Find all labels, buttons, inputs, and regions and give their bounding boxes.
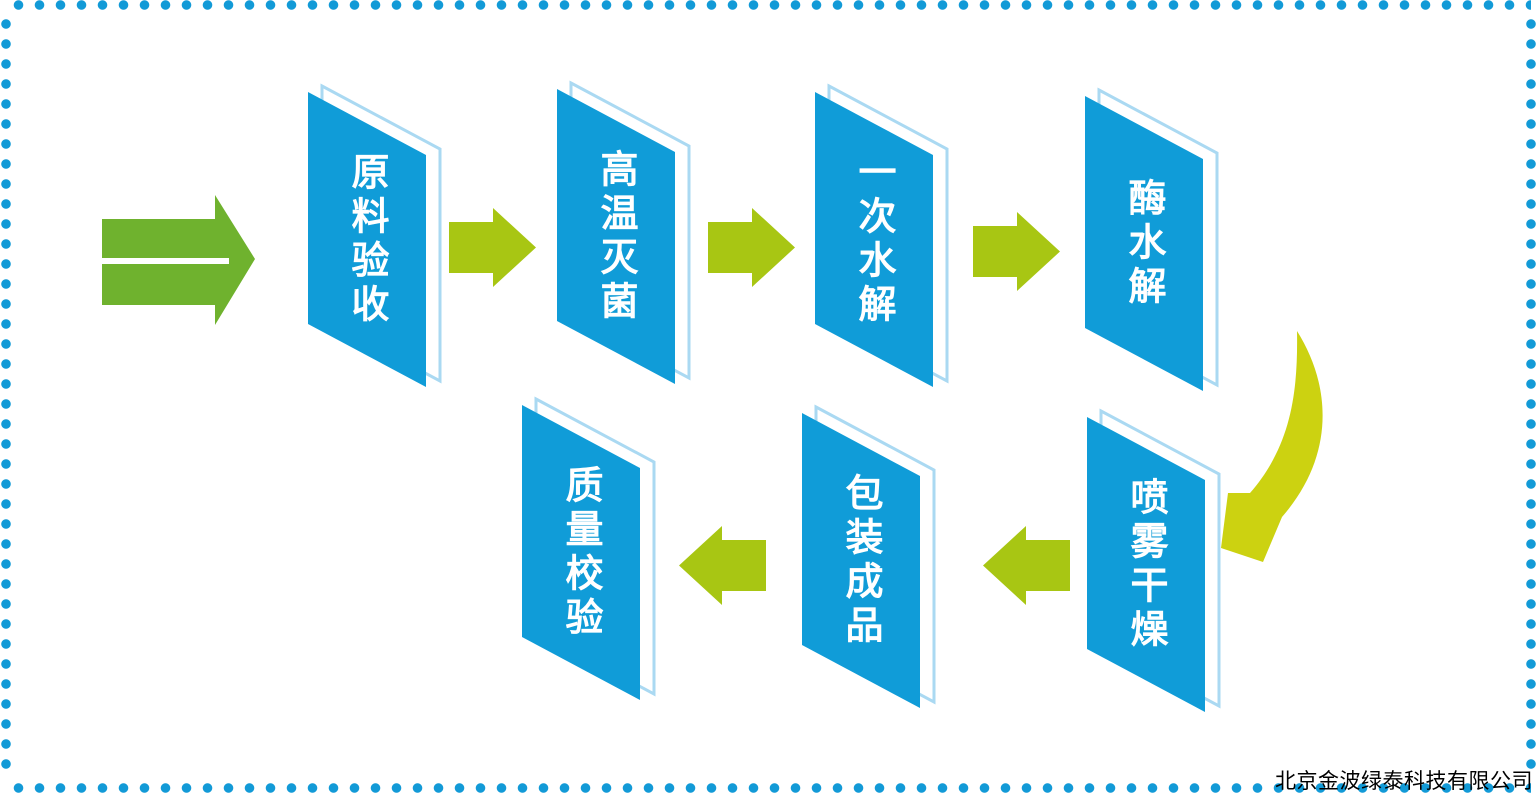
dotted-border-right [1526, 14, 1536, 778]
arrow-right-3-icon [973, 212, 1060, 291]
step-card-spray-drying: 喷雾干燥 [1087, 408, 1225, 721]
step-label: 质量校验 [559, 465, 603, 641]
step-card-enzymatic-hydrolysis: 酶水解 [1085, 87, 1223, 400]
card-pages-shape [308, 83, 442, 387]
step-card-high-temp-sterilization: 高温灭菌 [557, 80, 695, 393]
card-pages-shape [815, 83, 949, 387]
card-pages-shape [522, 396, 656, 700]
step-label: 一次水解 [852, 152, 896, 328]
arrow-right-1-icon [449, 208, 536, 287]
step-label: 高温灭菌 [594, 149, 638, 325]
card-pages-shape [557, 80, 691, 384]
curved-down-arrow-icon [1221, 331, 1323, 562]
company-name: 北京金波绿泰科技有限公司 [1275, 769, 1533, 793]
card-front-page [1087, 417, 1205, 712]
card-front-page [802, 413, 920, 708]
card-front-page [557, 89, 675, 384]
card-pages-shape [1087, 408, 1221, 712]
card-front-page [308, 92, 426, 387]
card-front-page [522, 405, 640, 700]
arrow-right-2-icon [708, 208, 795, 287]
dotted-border-top [8, 0, 1531, 10]
step-label: 原料验收 [345, 152, 389, 328]
arrow-left-1-icon [983, 526, 1070, 605]
card-pages-shape [802, 404, 936, 708]
step-card-primary-hydrolysis: 一次水解 [815, 83, 953, 396]
dotted-border-left [1, 14, 11, 778]
step-label: 酶水解 [1122, 178, 1166, 310]
card-pages-shape [1085, 87, 1219, 391]
step-label: 包装成品 [839, 473, 883, 649]
arrow-left-2-icon [679, 526, 766, 605]
step-label: 喷雾干燥 [1124, 477, 1168, 653]
step-card-quality-check: 质量校验 [522, 396, 660, 709]
card-front-page [1085, 96, 1203, 391]
card-front-page [815, 92, 933, 387]
start-arrow-icon [102, 195, 255, 325]
step-card-raw-material-inspection: 原料验收 [308, 83, 446, 396]
step-card-packaging: 包装成品 [802, 404, 940, 717]
dotted-border-bottom [8, 783, 1531, 793]
